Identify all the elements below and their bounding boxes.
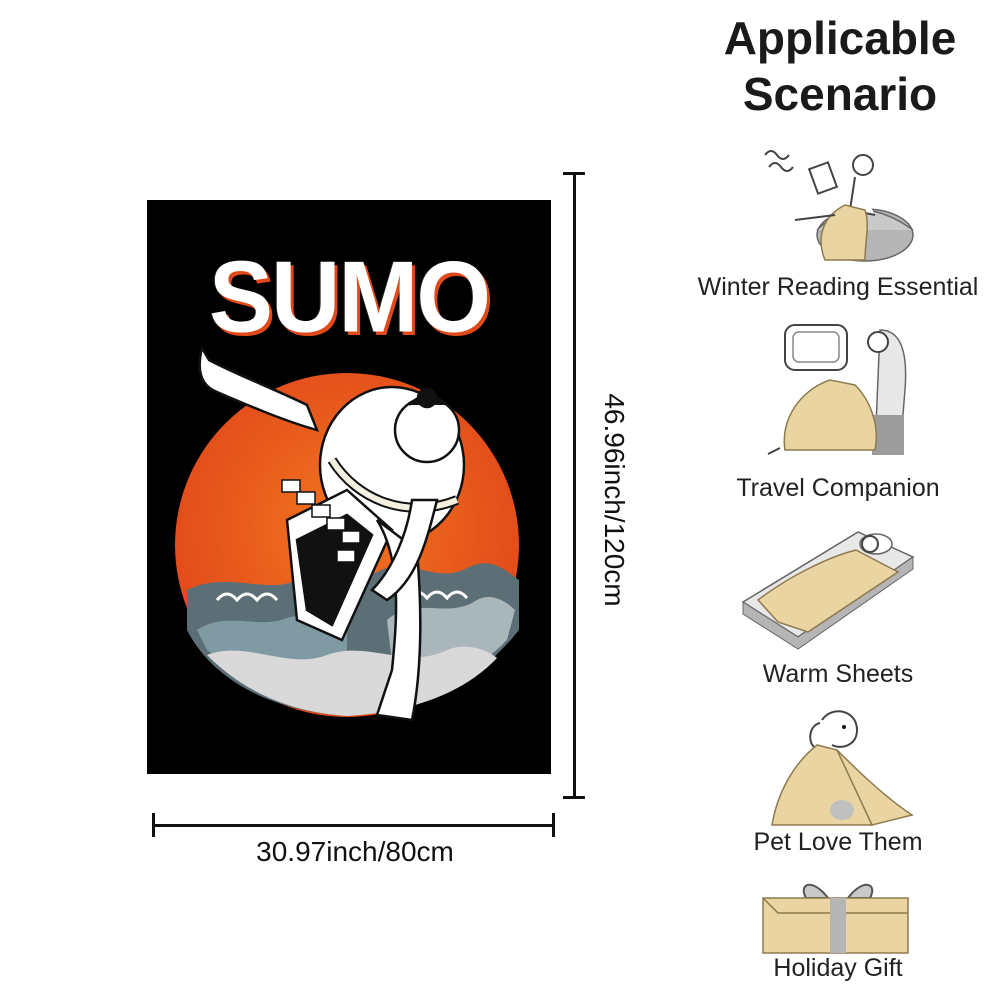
blanket-image: SUMO [147,200,551,774]
width-dimension-line [152,824,554,827]
scenario-label-gift: Holiday Gift [773,954,903,982]
reading-person-icon [764,150,914,262]
height-dimension-line [573,173,576,797]
scenario-title: Applicable Scenario [690,10,990,122]
height-label: 46.96inch/120cm [599,393,630,607]
width-dimension-cap-right [552,813,555,837]
sumo-wrestler [198,344,466,722]
height-dimension-cap-top [563,172,585,175]
scenario-label-travel: Travel Companion [736,474,940,502]
scenario-label-bed: Warm Sheets [762,660,914,688]
width-label: 30.97inch/80cm [256,836,454,867]
dog-icon [771,710,914,826]
scenario-label-reading: Winter Reading Essential [697,273,979,301]
bed-icon [741,531,915,650]
gift-box-icon [762,883,909,954]
width-dimension-cap-left [152,813,155,837]
airplane-seat-icon [767,324,907,455]
sumo-artwork [175,344,519,722]
scenario-label-pet: Pet Love Them [753,828,923,856]
height-dimension-cap-bottom [563,796,585,799]
scenario-title-line2: Scenario [742,68,938,120]
scenario-title-line1: Applicable [723,12,957,64]
blanket-title: SUMO [209,241,491,354]
